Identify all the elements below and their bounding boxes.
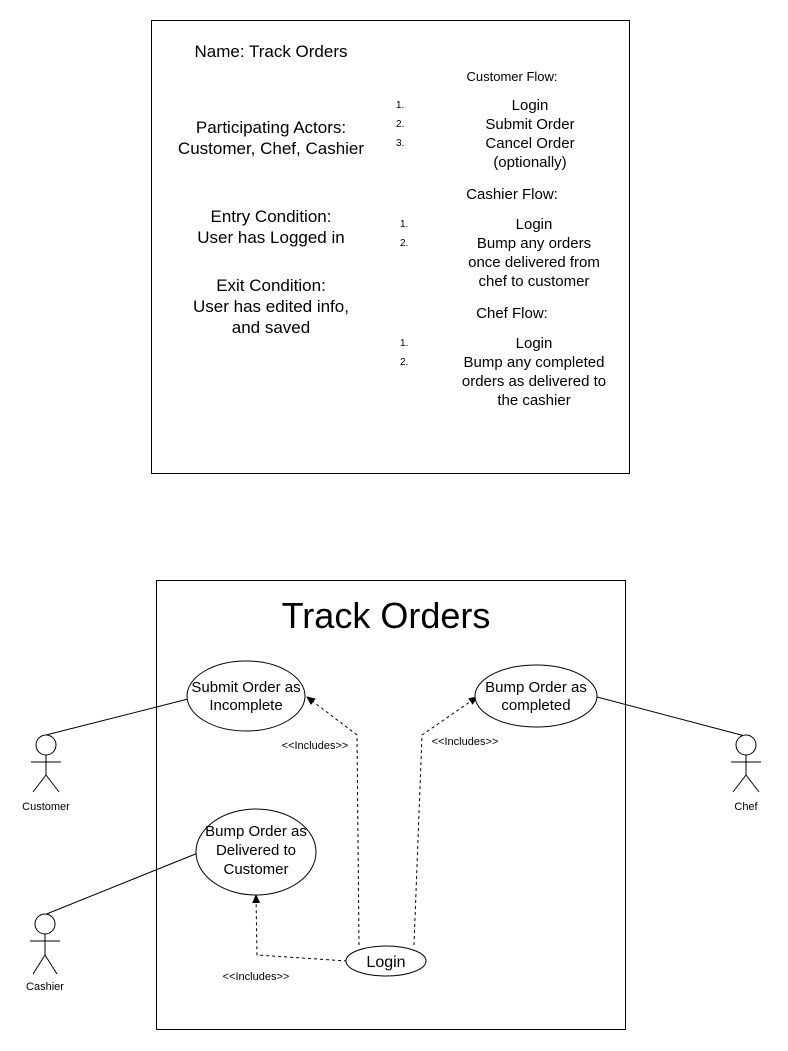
flow-step-text: orders as delivered to: [461, 373, 607, 390]
flow-step-number: 1.: [396, 100, 405, 111]
flow-step-text: Bump any orders: [476, 235, 592, 252]
actor-cashier[interactable]: [30, 913, 60, 975]
use-case-bump-completed[interactable]: Bump Order as completed: [474, 664, 598, 728]
flow-step-text: Bump any completed: [463, 354, 605, 371]
customer-association: [45, 698, 189, 736]
flow-step-text: (optionally): [493, 154, 567, 171]
use-case-name: Name: Track Orders: [194, 42, 348, 61]
use-case-delivered-line-1: Bump Order as: [205, 823, 307, 840]
flow-step-line: orders as delivered to: [444, 372, 624, 391]
flow-step-number: 1.: [400, 219, 409, 230]
use-case-login[interactable]: Login: [345, 945, 427, 977]
flow-step-line: 2. Submit Order: [396, 115, 620, 134]
flow-step-text: the cashier: [497, 392, 571, 409]
exit-value-line-2: and saved: [231, 318, 311, 337]
flow-step-line: 2. Bump any completed: [400, 353, 624, 372]
customer-flow-title: Customer Flow:: [466, 69, 558, 84]
entry-value: User has Logged in: [197, 228, 345, 247]
use-case-completed-line-1: Bump Order as: [485, 679, 587, 696]
flow-step-line: 3. Cancel Order: [396, 134, 620, 153]
exit-condition: Exit Condition: User has edited info, an…: [152, 275, 390, 338]
include-arrow-completed: [413, 696, 478, 946]
includes-label-delivered: <<Includes>>: [223, 971, 290, 983]
chef-flow-steps: 1. Login 2. Bump any completed orders as del…: [400, 334, 624, 410]
flow-step-number: 3.: [396, 138, 405, 149]
cashier-head: [34, 913, 56, 935]
actors-label: Participating Actors:: [195, 118, 347, 137]
flow-step-text: Submit Order: [485, 116, 575, 133]
includes-label-submit: <<Includes>>: [282, 740, 349, 752]
flow-step-text: Cancel Order: [485, 135, 575, 152]
flow-step-text: once delivered from: [468, 254, 600, 271]
flow-step-line: 1. Login: [400, 334, 624, 353]
flow-step-text: Login: [515, 335, 553, 352]
use-case-delivered-ellipse: [195, 808, 317, 896]
include-arrow-submit: [306, 696, 360, 946]
flow-step-number: 2.: [400, 357, 409, 368]
exit-label: Exit Condition:: [216, 276, 326, 295]
entry-condition: Entry Condition: User has Logged in: [152, 206, 390, 248]
use-case-delivered-line-2: Delivered to: [216, 842, 296, 859]
customer-flow-steps: 1. Login 2. Submit Order 3. Cancel Order (opti…: [396, 96, 620, 172]
use-case-completed-ellipse: [474, 664, 598, 728]
flow-step-number: 2.: [396, 119, 405, 130]
chef-head: [735, 734, 757, 756]
system-boundary: [156, 580, 626, 1030]
actors-value: Customer, Chef, Cashier: [177, 139, 365, 158]
flow-step-number: 1.: [400, 338, 409, 349]
actor-cashier-label: Cashier: [26, 981, 64, 993]
flow-step-line: the cashier: [444, 391, 624, 410]
cashier-flow-title: Cashier Flow:: [466, 186, 558, 203]
use-case-completed-line-2: completed: [501, 697, 570, 714]
chef-flow-title: Chef Flow:: [476, 305, 548, 322]
actor-customer[interactable]: [31, 734, 61, 793]
use-case-submit-line-2: Incomplete: [209, 697, 282, 714]
flow-step-text: Login: [511, 97, 549, 114]
use-case-submit-order[interactable]: Submit Order as Incomplete: [186, 660, 306, 732]
flow-step-line: 1. Login: [396, 96, 620, 115]
use-case-submit-ellipse: [186, 660, 306, 732]
flow-step-line: once delivered from: [444, 253, 624, 272]
cashier-flow-steps: 1. Login 2. Bump any orders once delivered f…: [400, 215, 624, 291]
use-case-submit-line-1: Submit Order as: [191, 679, 300, 696]
flow-step-line: chef to customer: [444, 272, 624, 291]
chef-association: [596, 696, 746, 737]
use-case-spec-box: Name: Track Orders Participating Actors:…: [151, 20, 630, 474]
cashier-association: [43, 852, 199, 916]
flow-step-line: (optionally): [440, 153, 620, 172]
flow-step-number: 2.: [400, 238, 409, 249]
actor-chef[interactable]: [731, 734, 761, 793]
flow-step-text: chef to customer: [478, 273, 590, 290]
includes-label-completed: <<Includes>>: [432, 736, 499, 748]
flow-step-text: Login: [515, 216, 553, 233]
use-case-login-label: Login: [366, 954, 405, 971]
flow-step-line: 1. Login: [400, 215, 624, 234]
use-case-bump-delivered[interactable]: Bump Order as Delivered to Customer: [195, 808, 317, 896]
actor-customer-label: Customer: [22, 801, 70, 813]
customer-head: [35, 734, 57, 756]
participating-actors: Participating Actors: Customer, Chef, Ca…: [152, 117, 390, 159]
flow-step-line: 2. Bump any orders: [400, 234, 624, 253]
use-case-login-ellipse: [345, 945, 427, 977]
use-case-delivered-line-3: Customer: [223, 861, 288, 878]
exit-value-line-1: User has edited info,: [193, 297, 349, 316]
actor-chef-label: Chef: [734, 801, 758, 813]
include-arrow-delivered: [252, 894, 348, 962]
entry-label: Entry Condition:: [210, 207, 332, 226]
diagram-title: Track Orders: [282, 595, 491, 636]
